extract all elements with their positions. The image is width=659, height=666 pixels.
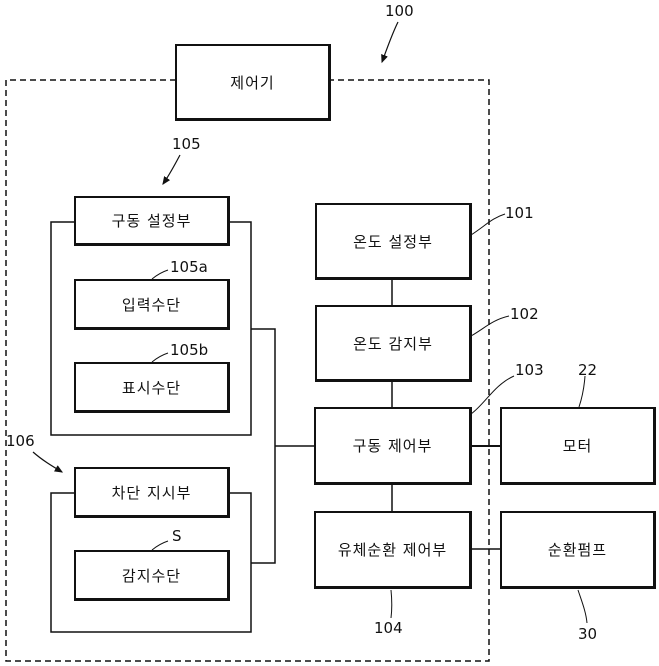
drive-setting-box: 구동 설정부 (74, 196, 230, 246)
leader-101 (470, 213, 506, 236)
ref-105b: 105b (170, 341, 209, 359)
ref-105: 105 (172, 135, 201, 153)
fluid-control-label: 유체순환 제어부 (337, 541, 448, 559)
sensing-means-box: 감지수단 (74, 550, 230, 601)
temp-setting-label: 온도 설정부 (353, 232, 433, 251)
leader-100 (381, 21, 399, 64)
leader-102 (470, 315, 510, 337)
sensing-means-label: 감지수단 (121, 566, 182, 585)
temp-sensing-label: 온도 감지부 (353, 334, 433, 353)
display-means-box: 표시수단 (74, 362, 230, 413)
temp-setting-box: 온도 설정부 (315, 203, 472, 280)
motor-label: 모터 (562, 437, 593, 455)
leader-106 (32, 451, 64, 473)
motor-box: 모터 (500, 407, 656, 485)
leader-105 (162, 154, 181, 185)
ref-103: 103 (515, 361, 544, 379)
ref-106: 106 (6, 432, 35, 450)
leader-105a (151, 269, 169, 280)
leader-22 (578, 375, 586, 408)
controller-box: 제어기 (175, 44, 331, 121)
drive-setting-label: 구동 설정부 (111, 212, 192, 230)
pump-box: 순환펌프 (500, 511, 656, 589)
ref-101: 101 (505, 204, 534, 222)
bus-connector (251, 328, 315, 564)
pump-label: 순환펌프 (547, 541, 608, 559)
leader-103 (470, 375, 515, 415)
ref-s: S (172, 527, 182, 545)
cutoff-indicator-frame (50, 492, 252, 633)
ref-104: 104 (374, 619, 403, 637)
ref-102: 102 (510, 305, 539, 323)
controller-boundary (5, 79, 490, 662)
leader-104 (390, 589, 393, 619)
controller-label: 제어기 (230, 73, 275, 92)
leader-105b (151, 352, 169, 363)
drive-control-box: 구동 제어부 (314, 407, 472, 485)
temp-sensing-box: 온도 감지부 (315, 305, 472, 382)
ref-22: 22 (578, 361, 598, 379)
cutoff-indicator-box: 차단 지시부 (74, 467, 230, 518)
ref-100: 100 (385, 2, 414, 20)
drive-control-label: 구동 제어부 (352, 437, 433, 455)
ref-105a: 105a (170, 258, 208, 276)
leader-30 (577, 589, 588, 624)
drive-setting-frame (50, 221, 252, 436)
fluid-control-box: 유체순환 제어부 (314, 511, 472, 589)
leader-s (151, 540, 169, 551)
ref-30: 30 (578, 625, 598, 643)
input-means-label: 입력수단 (121, 295, 182, 314)
display-means-label: 표시수단 (121, 378, 182, 397)
cutoff-indicator-label: 차단 지시부 (111, 483, 192, 502)
input-means-box: 입력수단 (74, 279, 230, 330)
